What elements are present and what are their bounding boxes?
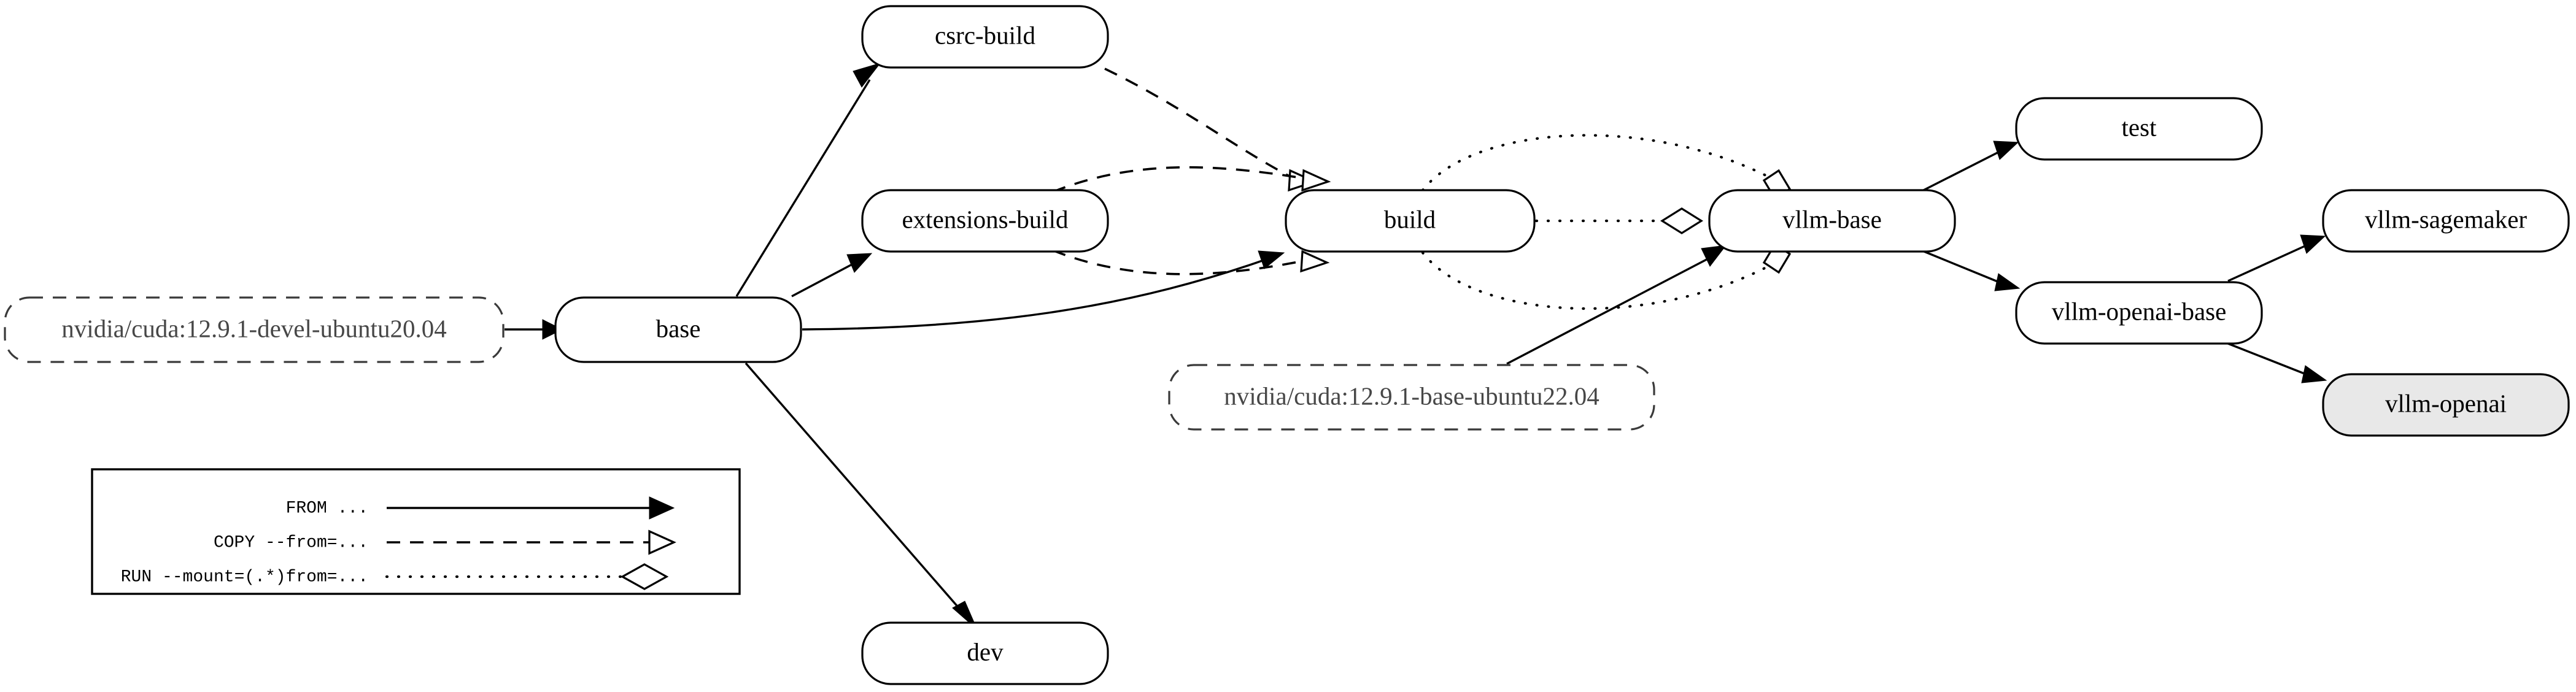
edge-base-to-dev <box>745 362 978 630</box>
legend-item-run-label: RUN --mount=(.*)from=... <box>121 567 368 586</box>
node-base[interactable]: base <box>554 296 802 363</box>
node-ext-base-shape <box>1168 364 1655 431</box>
edge-csrc-build-to-build <box>1104 67 1318 192</box>
legend-item-from-label: FROM ... <box>286 499 368 518</box>
node-dev-label: dev <box>967 637 1004 666</box>
node-csrc-build[interactable]: csrc-build <box>861 5 1109 69</box>
node-vllm-openai-label: vllm-openai <box>2385 389 2507 417</box>
edge-extensions-build-to-build-upper <box>1052 166 1331 193</box>
node-vllm-sagemaker[interactable]: vllm-sagemaker <box>2322 189 2570 253</box>
node-dev-shape <box>861 621 1109 685</box>
legend-item-copy-arrowhead-icon <box>648 529 676 555</box>
node-vllm-sagemaker-label: vllm-sagemaker <box>2365 205 2527 233</box>
legend-item-from: FROM ... <box>286 496 675 520</box>
node-test-shape <box>2015 97 2263 161</box>
edge-vllm-base-to-vllm-openai-base <box>1920 249 2021 291</box>
node-ext-base[interactable]: nvidia/cuda:12.9.1-base-ubuntu22.04 <box>1168 364 1655 431</box>
edge-vllm-base-to-test <box>1920 140 2019 193</box>
node-extensions-build[interactable]: extensions-build <box>861 189 1109 253</box>
legend-item-run: RUN --mount=(.*)from=... <box>121 563 669 590</box>
node-ext-devel-label: nvidia/cuda:12.9.1-devel-ubuntu20.04 <box>61 314 446 342</box>
node-vllm-openai-base-label: vllm-openai-base <box>2052 297 2227 325</box>
legend-item-from-arrowhead-icon <box>649 496 675 520</box>
edge-build-to-vllm-base-lower <box>1421 242 1792 310</box>
legend-item-copy: COPY --from=... <box>214 529 676 555</box>
node-vllm-base-shape <box>1708 189 1956 253</box>
node-vllm-openai[interactable]: vllm-openai <box>2322 373 2570 437</box>
edge-vllm-openai-base-to-vllm-sagemaker <box>2227 234 2326 282</box>
node-layer: nvidia/cuda:12.9.1-devel-ubuntu20.04 bas… <box>4 5 2570 685</box>
edge-base-to-extensions-build <box>791 253 873 298</box>
node-base-shape <box>554 296 802 363</box>
node-ext-devel-shape <box>4 296 505 363</box>
edge-ext-base-to-vllm-base <box>1506 245 1727 365</box>
node-vllm-base[interactable]: vllm-base <box>1708 189 1956 253</box>
node-ext-devel[interactable]: nvidia/cuda:12.9.1-devel-ubuntu20.04 <box>4 296 505 363</box>
edge-vllm-openai-base-to-vllm-openai <box>2227 342 2327 383</box>
legend-item-copy-label: COPY --from=... <box>214 533 368 552</box>
node-vllm-openai-base[interactable]: vllm-openai-base <box>2015 281 2263 345</box>
node-vllm-openai-shape <box>2322 373 2570 437</box>
node-build-label: build <box>1384 205 1436 233</box>
edge-base-to-build <box>802 250 1285 331</box>
node-test[interactable]: test <box>2015 97 2263 161</box>
edge-ext-devel-to-base <box>505 319 563 340</box>
edge-base-to-csrc-build <box>735 63 881 297</box>
legend-box <box>91 468 741 595</box>
node-vllm-base-label: vllm-base <box>1782 205 1882 233</box>
node-vllm-openai-base-shape <box>2015 281 2263 345</box>
edge-extensions-build-to-build-lower <box>1052 249 1330 275</box>
edge-layer <box>505 63 2327 630</box>
legend: FROM ... COPY --from=... RUN --mount=(.*… <box>91 468 741 595</box>
node-extensions-build-shape <box>861 189 1109 253</box>
node-ext-base-label: nvidia/cuda:12.9.1-base-ubuntu22.04 <box>1224 382 1599 410</box>
node-vllm-sagemaker-shape <box>2322 189 2570 253</box>
node-base-label: base <box>656 314 701 342</box>
node-csrc-build-shape <box>861 5 1109 69</box>
node-build-shape <box>1285 189 1536 253</box>
node-extensions-build-label: extensions-build <box>902 205 1068 233</box>
node-dev[interactable]: dev <box>861 621 1109 685</box>
node-csrc-build-label: csrc-build <box>935 21 1035 49</box>
legend-item-run-diamond-icon <box>620 563 669 590</box>
node-test-label: test <box>2122 113 2157 141</box>
edge-build-to-vllm-base-straight <box>1534 207 1704 234</box>
node-build[interactable]: build <box>1285 189 1536 253</box>
